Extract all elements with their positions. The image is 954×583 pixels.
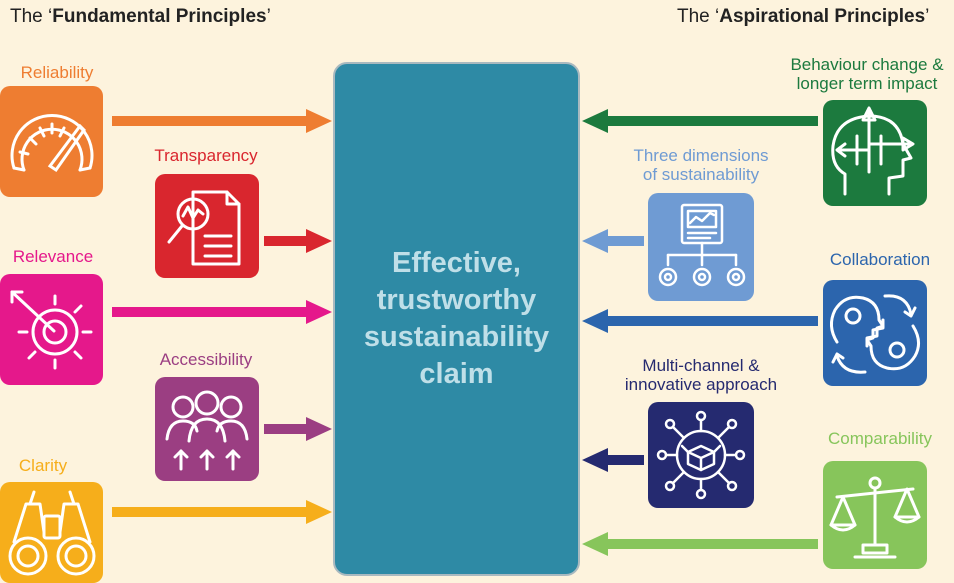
relevance-tile	[0, 274, 103, 385]
clarity-arrow	[112, 500, 332, 524]
document-magnifier-icon	[167, 190, 241, 266]
label-line: Three dimensions	[633, 146, 769, 165]
label-line: of sustainability	[642, 165, 760, 184]
multi-channel-arrow	[582, 448, 644, 472]
label-line: Multi-channel &	[642, 356, 760, 375]
fundamental-principles-heading: The ‘Fundamental Principles’	[10, 6, 271, 28]
heading-prefix: The ‘	[10, 6, 53, 27]
transparency-arrow	[264, 229, 332, 253]
aspirational-principles-heading: The ‘Aspirational Principles’	[677, 6, 929, 28]
speedometer-icon	[10, 114, 94, 173]
people-group-icon	[165, 390, 249, 471]
binoculars-icon	[8, 490, 96, 576]
network-box-icon	[656, 410, 746, 500]
accessibility-tile	[155, 377, 259, 481]
behaviour-change-arrow	[582, 109, 818, 133]
heading-bold: Aspirational Principles	[719, 6, 926, 27]
three-dimensions-arrow	[582, 229, 644, 253]
label-line: Behaviour change &	[790, 55, 944, 74]
clarity-label: Clarity	[18, 456, 68, 475]
reliability-arrow	[112, 109, 332, 133]
multi-channel-label: Multi-channel & innovative approach	[606, 356, 796, 394]
behaviour-change-tile	[823, 100, 927, 206]
target-gear-icon	[10, 290, 93, 370]
heading-prefix: The ‘	[677, 6, 720, 27]
relevance-arrow	[112, 300, 332, 324]
head-arrows-icon	[831, 106, 915, 196]
relevance-label: Relevance	[12, 247, 94, 266]
comparability-arrow	[582, 532, 818, 556]
comparability-label: Comparability	[828, 429, 932, 448]
comparability-tile	[823, 461, 927, 569]
reliability-tile	[0, 86, 103, 197]
central-claim-box: Effective, trustworthy sustainability cl…	[333, 62, 580, 576]
label-line: longer term impact	[796, 74, 938, 93]
collaboration-tile	[823, 280, 927, 386]
transparency-label: Transparency	[154, 146, 258, 165]
three-dimensions-tile	[648, 193, 754, 301]
accessibility-label: Accessibility	[159, 350, 253, 369]
multi-channel-tile	[648, 402, 754, 508]
accessibility-arrow	[264, 417, 332, 441]
heading-bold: Fundamental Principles	[52, 6, 267, 27]
heading-suffix: ’	[266, 6, 271, 27]
behaviour-change-label: Behaviour change & longer term impact	[780, 55, 954, 93]
collaboration-arrow	[582, 309, 818, 333]
label-line: innovative approach	[624, 375, 778, 394]
transparency-tile	[155, 174, 259, 278]
central-claim-text: Effective, trustworthy sustainability cl…	[363, 247, 550, 390]
three-dimensions-label: Three dimensions of sustainability	[606, 146, 796, 184]
two-heads-icon	[830, 294, 920, 374]
collaboration-label: Collaboration	[829, 250, 931, 269]
report-gears-icon	[658, 203, 746, 287]
balance-scale-icon	[829, 476, 921, 559]
reliability-label: Reliability	[20, 63, 94, 82]
clarity-tile	[0, 482, 103, 583]
heading-suffix: ’	[925, 6, 930, 27]
